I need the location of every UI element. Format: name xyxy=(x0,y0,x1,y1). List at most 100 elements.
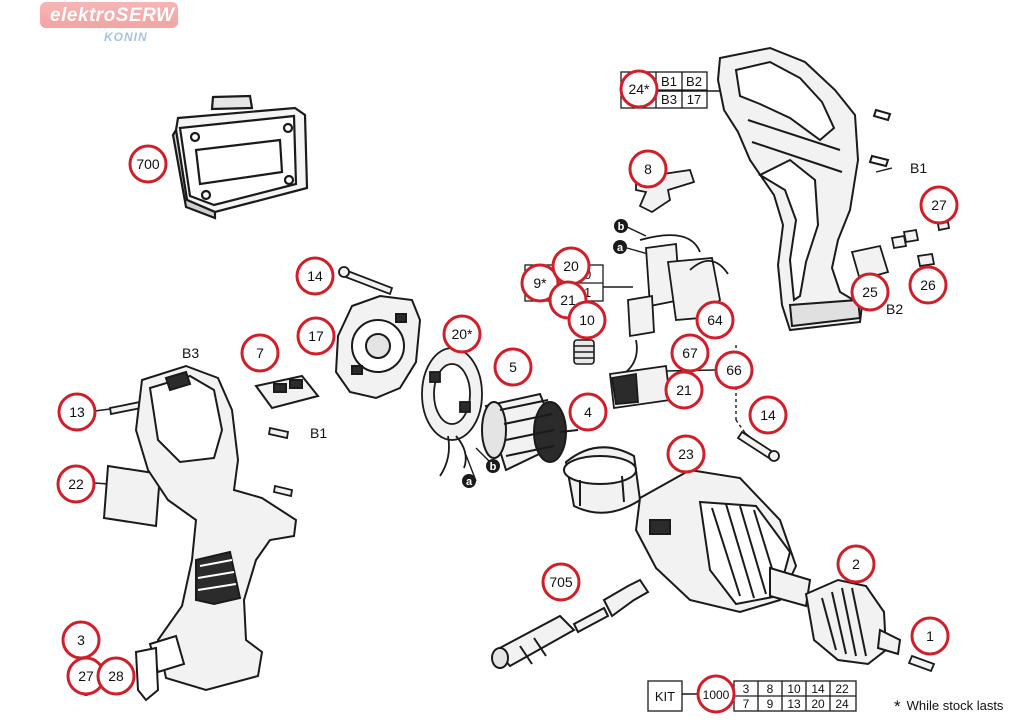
callout-label: 13 xyxy=(69,404,85,420)
screw-parts xyxy=(108,266,936,673)
assembly-24-cell-17: 17 xyxy=(687,92,701,107)
callout-label: 20 xyxy=(563,258,579,274)
callout-label: 21 xyxy=(560,292,576,308)
callout-17: 17 xyxy=(296,316,336,356)
kit-cell: 14 xyxy=(811,682,825,696)
kit-label: KIT xyxy=(655,689,675,704)
wire-marker-b: b xyxy=(614,219,628,233)
callout-24-star: 24* xyxy=(619,69,659,109)
callout-5: 5 xyxy=(493,347,533,387)
callout-label: 1 xyxy=(926,628,934,644)
stock-note-text: While stock lasts xyxy=(906,698,1004,713)
callout-25: 25 xyxy=(850,272,890,312)
kit-cell: 7 xyxy=(743,697,750,711)
callout-label: 26 xyxy=(920,277,936,293)
callout-label: 700 xyxy=(136,156,160,172)
assembly-24-cell-b3: B3 xyxy=(661,92,677,107)
callout-66: 66 xyxy=(714,350,754,390)
callout-label: 14 xyxy=(760,407,776,423)
trigger-switch-part xyxy=(609,168,729,410)
housing-label-b1-right: B1 xyxy=(910,160,927,176)
wire-marker-b: b xyxy=(486,459,500,473)
callout-label: 24* xyxy=(628,81,650,97)
callout-20: 20 xyxy=(551,246,591,286)
callout-20-star: 20* xyxy=(442,314,482,354)
callout-label: 66 xyxy=(726,362,742,378)
callout-label: 27 xyxy=(78,668,94,684)
callout-label: 1000 xyxy=(703,688,730,702)
callout-label: 20* xyxy=(451,326,473,342)
callout-label: 2 xyxy=(852,556,860,572)
housing-label-b3: B3 xyxy=(182,345,199,361)
callout-label: 7 xyxy=(256,345,264,361)
callout-9-star: 9* xyxy=(520,263,560,303)
label-sticker-part xyxy=(102,464,162,528)
stock-note: * While stock lasts xyxy=(894,697,1003,717)
switch-cover-part xyxy=(254,374,320,410)
callout-27: 27 xyxy=(919,185,959,225)
callout-label: 705 xyxy=(549,574,573,590)
callout-label: 21 xyxy=(676,382,692,398)
callout-label: 22 xyxy=(68,476,84,492)
callout-705: 705 xyxy=(541,562,581,602)
callout-21: 21 xyxy=(664,370,704,410)
callout-8: 8 xyxy=(628,149,668,189)
kit-cell: 3 xyxy=(743,682,750,696)
kit-cell: 20 xyxy=(811,697,825,711)
assembly-24-cell-b1: B1 xyxy=(661,74,677,89)
kit-cell: 24 xyxy=(835,697,849,711)
callout-23: 23 xyxy=(666,434,706,474)
kit-cell: 10 xyxy=(787,682,801,696)
callout-label: 4 xyxy=(584,404,592,420)
logo-brand-text: elektroSERW xyxy=(50,5,175,26)
callout-label: 64 xyxy=(707,312,723,328)
housing-label-b2: B2 xyxy=(886,301,903,317)
callout-1: 1 xyxy=(910,616,950,656)
callout-67: 67 xyxy=(670,333,710,373)
side-handle-part xyxy=(491,578,650,669)
kit-cell: 13 xyxy=(787,697,801,711)
wire-marker-label: b xyxy=(618,221,625,233)
kit-cell: 22 xyxy=(835,682,849,696)
callout-label: 67 xyxy=(682,345,698,361)
spring-part xyxy=(573,339,595,365)
kit-table xyxy=(647,680,857,712)
magnet-ring-part xyxy=(563,446,642,514)
logo-city-text: KONIN xyxy=(104,30,148,44)
callout-28: 28 xyxy=(96,656,136,696)
callout-label: 14 xyxy=(307,268,323,284)
callout-700: 700 xyxy=(128,144,168,184)
callout-4: 4 xyxy=(568,392,608,432)
rotor-armature-part xyxy=(481,392,579,472)
tool-case-part xyxy=(171,94,309,220)
callout-27: 27 xyxy=(66,656,106,696)
callout-64: 64 xyxy=(695,300,735,340)
motor-end-plate-part xyxy=(334,294,422,400)
callout-label: 17 xyxy=(308,328,324,344)
callout-26: 26 xyxy=(908,265,948,305)
kit-cell: 8 xyxy=(767,682,774,696)
callout-22: 22 xyxy=(56,464,96,504)
wire-marker-label: a xyxy=(617,242,624,254)
wire-marker-a: a xyxy=(613,240,627,254)
callout-label: 23 xyxy=(678,446,694,462)
callout-label: 25 xyxy=(862,284,878,300)
latch-bracket-parts xyxy=(850,220,951,282)
callout-10: 10 xyxy=(567,300,607,340)
callout-label: 5 xyxy=(509,359,517,375)
callout-label: 3 xyxy=(77,632,85,648)
callout-label: 28 xyxy=(108,668,124,684)
logo-badge xyxy=(40,2,178,28)
callout-label: 8 xyxy=(644,161,652,177)
wire-marker-label: a xyxy=(466,476,473,488)
wire-marker-a: a xyxy=(462,474,476,488)
callout-14: 14 xyxy=(295,256,335,296)
brush-plate-part xyxy=(421,347,483,477)
kit-cell: 9 xyxy=(767,697,774,711)
callout-7: 7 xyxy=(240,333,280,373)
callout-3: 3 xyxy=(61,620,101,660)
callout-2: 2 xyxy=(836,544,876,584)
right-housing-shell-part xyxy=(716,46,892,332)
stock-note-star: * xyxy=(894,697,901,716)
